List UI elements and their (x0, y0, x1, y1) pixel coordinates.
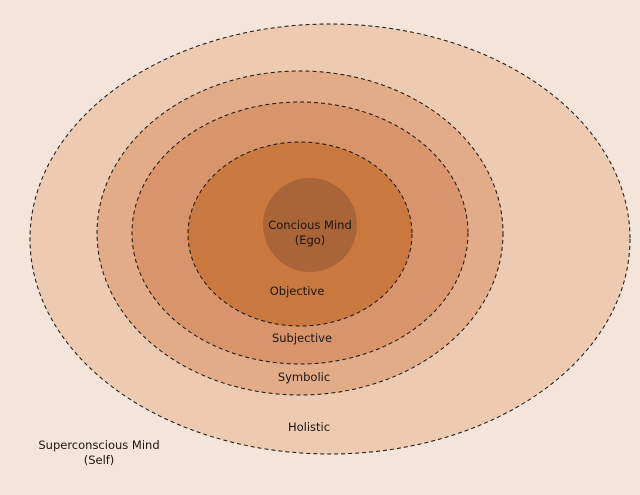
ego-label-line2: (Ego) (295, 233, 326, 247)
ego-core (263, 178, 357, 272)
superconscious-label-line2: (Self) (84, 453, 115, 467)
objective-label: Objective (270, 284, 325, 298)
subjective-label: Subjective (272, 331, 332, 345)
ego-label-line1: Concious Mind (268, 218, 352, 232)
superconscious-label-line1: Superconscious Mind (38, 438, 159, 452)
holistic-label: Holistic (288, 420, 330, 434)
symbolic-label: Symbolic (278, 370, 330, 384)
